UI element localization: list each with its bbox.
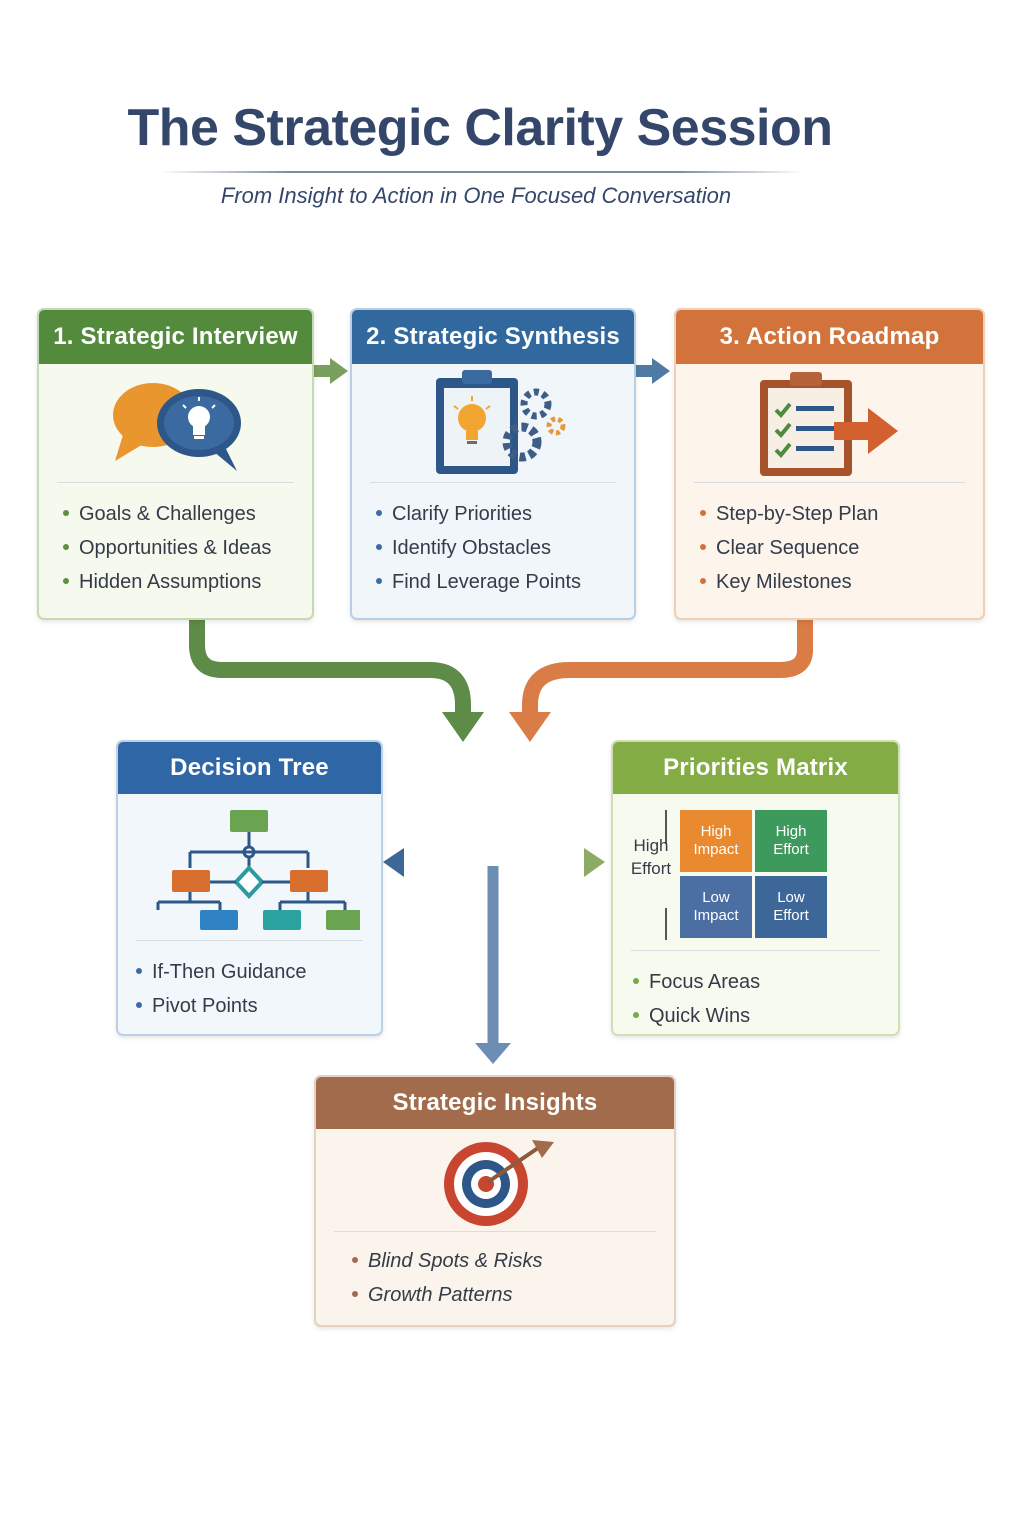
card-title: Strategic Insights (316, 1077, 674, 1129)
axis-line (665, 810, 667, 844)
flowchart-icon (156, 810, 360, 930)
card-divider (694, 482, 965, 483)
bullet-list: Focus Areas Quick Wins (613, 951, 898, 1033)
bullet-list: If-Then Guidance Pivot Points (118, 941, 381, 1023)
list-item: Step-by-Step Plan (700, 497, 983, 531)
list-item: Growth Patterns (352, 1278, 674, 1312)
strategic-insights-card: Strategic Insights Blind Spots & Risks G… (314, 1075, 676, 1327)
list-item: Goals & Challenges (63, 497, 312, 531)
bullet-list: Clarify Priorities Identify Obstacles Fi… (352, 483, 634, 599)
list-item: Pivot Points (136, 989, 381, 1023)
list-item: Identify Obstacles (376, 531, 634, 565)
axis-line (665, 908, 667, 940)
list-item: Hidden Assumptions (63, 565, 312, 599)
checklist-arrow-icon (759, 372, 898, 476)
decision-tree-card: Decision Tree (116, 740, 383, 1036)
step-action-roadmap-card: 3. Action Roadmap Step-by-Step Plan Clea… (674, 308, 985, 620)
bullet-list: Goals & Challenges Opportunities & Ideas… (39, 483, 312, 599)
list-item: If-Then Guidance (136, 955, 381, 989)
step-strategic-interview-card: 1. Strategic Interview Goals & Challenge… (37, 308, 314, 620)
card-divider (334, 1231, 656, 1232)
clipboard-gears-icon (436, 370, 566, 474)
target-arrow-icon (444, 1140, 554, 1226)
list-item: Blind Spots & Risks (352, 1244, 674, 1278)
card-divider (631, 950, 880, 951)
card-title: 3. Action Roadmap (676, 310, 983, 364)
title-divider (160, 171, 805, 173)
bullet-list: Step-by-Step Plan Clear Sequence Key Mil… (676, 483, 983, 599)
card-divider (57, 482, 294, 483)
card-title: 1. Strategic Interview (39, 310, 312, 364)
step-strategic-synthesis-card: 2. Strategic Synthesis Clarify Prioritie… (350, 308, 636, 620)
page-subtitle: From Insight to Action in One Focused Co… (220, 183, 732, 208)
bullet-list: Blind Spots & Risks Growth Patterns (316, 1232, 674, 1312)
list-item: Opportunities & Ideas (63, 531, 312, 565)
page-title: The Strategic Clarity Session (127, 99, 833, 157)
list-item: Find Leverage Points (376, 565, 634, 599)
card-divider (370, 482, 616, 483)
list-item: Key Milestones (700, 565, 983, 599)
card-title: 2. Strategic Synthesis (352, 310, 634, 364)
list-item: Clear Sequence (700, 531, 983, 565)
card-title: Decision Tree (118, 742, 381, 794)
list-item: Clarify Priorities (376, 497, 634, 531)
card-divider (136, 940, 363, 941)
card-title: Priorities Matrix (613, 742, 898, 794)
list-item: Focus Areas (633, 965, 898, 999)
list-item: Quick Wins (633, 999, 898, 1033)
chat-bubbles-lightbulb-icon (112, 383, 241, 471)
